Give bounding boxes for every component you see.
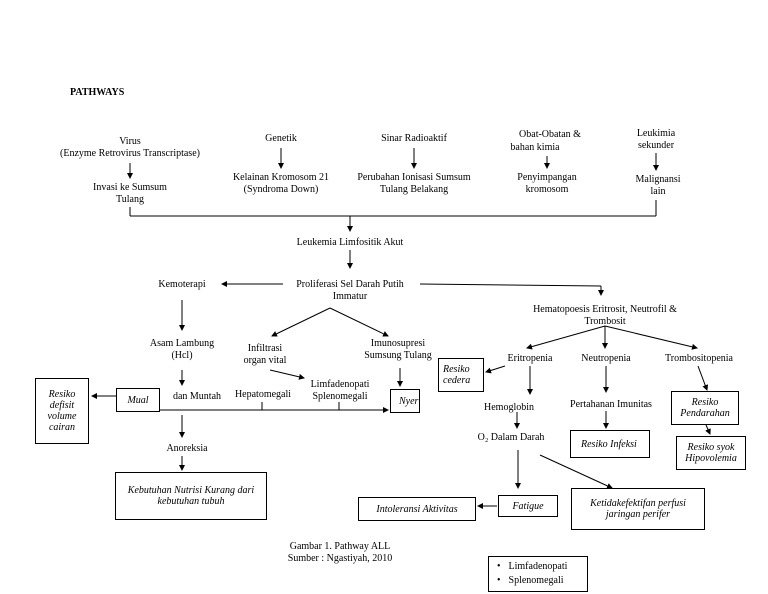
cause-genetik: Genetik: [265, 133, 297, 144]
cause-obat-2: bahan kimia: [510, 142, 560, 153]
node-imunosupresi-2: Sumsung Tulang: [364, 350, 432, 361]
node-splenomegali: Splenomegali: [312, 391, 368, 402]
node-anoreksia: Anoreksia: [166, 443, 208, 454]
legend-item: Splenomegali: [497, 574, 587, 588]
cause-sinar: Sinar Radioaktif: [381, 133, 447, 144]
cause-leukimia-1: Leukimia: [636, 128, 676, 139]
node-infiltrasi-1: Infiltrasi: [247, 343, 283, 354]
node-trombositopenia: Trombositopenia: [665, 353, 733, 364]
node-pertahanan-imunitas: Pertahanan Imunitas: [570, 399, 652, 410]
effect-invasi-2: Tulang: [116, 194, 144, 205]
box-resiko-defisit: Resiko defisit volume cairan: [35, 378, 89, 444]
effect-kromosom-2: (Syndroma Down): [243, 184, 319, 195]
node-o2: O₂ Dalam Darah: [477, 432, 545, 443]
effect-invasi-1: Invasi ke Sumsum: [93, 182, 167, 193]
node-hematopoesis-2: Trombosit: [584, 316, 626, 327]
page-title: PATHWAYS: [70, 87, 125, 98]
effect-penyimpangan-1: Penyimpangan: [517, 172, 577, 183]
effect-penyimpangan-2: kromosom: [525, 184, 569, 195]
node-lla: Leukemia Limfositik Akut: [296, 237, 404, 248]
legend-box: Limfadenopati Splenomegali: [488, 556, 588, 592]
box-resiko-pendarahan: Resiko Pendarahan: [671, 391, 739, 425]
node-proliferasi-2: Immatur: [332, 291, 368, 302]
box-nyeri: Nyeri: [390, 389, 420, 413]
node-neutropenia: Neutropenia: [581, 353, 631, 364]
caption-line-1: Gambar 1. Pathway ALL: [289, 541, 391, 552]
node-infiltrasi-2: organ vital: [243, 355, 287, 366]
node-proliferasi-1: Proliferasi Sel Darah Putih: [296, 279, 404, 290]
node-eritropenia: Eritropenia: [507, 353, 553, 364]
box-resiko-syok: Resiko syok Hipovolemia: [676, 436, 746, 470]
node-kemoterapi: Kemoterapi: [158, 279, 206, 290]
node-hepatomegali: Hepatomegali: [234, 389, 292, 400]
box-fatigue: Fatigue: [498, 495, 558, 517]
box-kebutuhan-nutrisi: Kebutuhan Nutrisi Kurang dari kebutuhan …: [115, 472, 267, 520]
node-limfadenopati: Limfadenopati: [310, 379, 370, 390]
box-ketidakefektifan-perfusi: Ketidakefektifan perfusi jaringan perife…: [571, 488, 705, 530]
legend-item: Limfadenopati: [497, 560, 587, 574]
effect-malignansi-1: Malignansi: [635, 174, 681, 185]
caption-line-2: Sumber : Ngastiyah, 2010: [287, 553, 393, 564]
node-asam-lambung-1: Asam Lambung: [149, 338, 215, 349]
cause-virus: Virus: [119, 136, 141, 147]
cause-obat-1: Obat-Obatan &: [519, 129, 581, 140]
cause-leukimia-2: sekunder: [637, 140, 675, 151]
node-muntah: dan Muntah: [172, 391, 222, 402]
box-mual: Mual: [116, 388, 160, 412]
node-hemoglobin: Hemoglobin: [484, 402, 534, 413]
effect-kromosom-1: Kelainan Kromosom 21: [232, 172, 330, 183]
box-resiko-infeksi: Resiko Infeksi: [570, 430, 650, 458]
box-intoleransi-aktivitas: Intoleransi Aktivitas: [358, 497, 476, 521]
node-imunosupresi-1: Imunosupresi: [370, 338, 426, 349]
node-hematopoesis-1: Hematopoesis Eritrosit, Neutrofil &: [533, 304, 677, 315]
box-resiko-cedera: Resiko cedera: [438, 358, 484, 392]
cause-virus-sub: (Enzyme Retrovirus Transcriptase): [60, 148, 200, 159]
node-asam-lambung-2: (Hcl): [171, 350, 193, 361]
effect-ionisasi-2: Tulang Belakang: [379, 184, 449, 195]
effect-ionisasi-1: Perubahan Ionisasi Sumsum: [357, 172, 471, 183]
effect-malignansi-2: lain: [650, 186, 666, 197]
